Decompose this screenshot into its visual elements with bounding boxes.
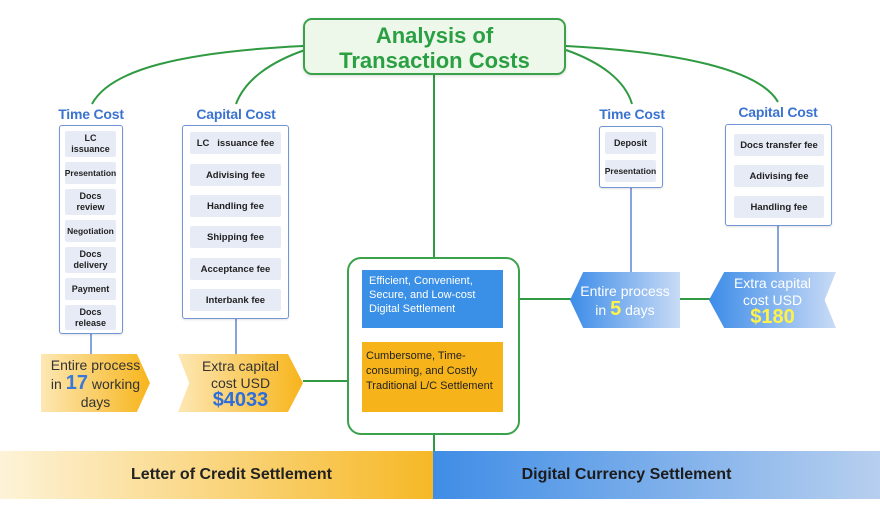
digital-capital-cost-panel: Docs transfer fee Adivising fee Handling… xyxy=(725,124,832,226)
digital-process-in: in xyxy=(595,301,607,318)
digital-process-unit: days xyxy=(625,301,655,318)
lc-time-item: Payment xyxy=(65,278,116,300)
lc-capital-item: Acceptance fee xyxy=(190,258,281,280)
digital-settlement-band: Digital Currency Settlement xyxy=(433,451,880,499)
digital-capital-item: Handling fee xyxy=(734,196,824,218)
lc-settlement-label: Letter of Credit Settlement xyxy=(131,466,332,483)
digital-extra-amount: $180 xyxy=(750,305,795,328)
digital-extra-capital-chevron: Extra capital cost USD $180 xyxy=(709,272,836,328)
lc-time-cost-title: Time Cost xyxy=(58,106,124,122)
lc-capital-item: Interbank fee xyxy=(190,289,281,311)
lc-capital-item: Handling fee xyxy=(190,195,281,217)
digital-time-item: Deposit xyxy=(605,132,656,154)
lc-time-item: LC issuance xyxy=(65,131,116,157)
lc-process-unit-b: days xyxy=(80,393,111,410)
lc-extra-line1: Extra capital xyxy=(201,357,280,374)
lc-capital-item: LC issuance fee xyxy=(190,132,281,154)
digital-extra-line2: cost USD xyxy=(742,291,803,308)
lc-time-cost-panel: LC issuance Presentation Docs review Neg… xyxy=(59,125,123,334)
connector-arc-digital-capital xyxy=(565,45,779,103)
digital-capital-cost-title: Capital Cost xyxy=(738,104,818,120)
lc-time-item: Docs review xyxy=(65,189,116,215)
lc-extra-capital-chevron: Extra capital cost USD $4033 xyxy=(178,354,303,412)
lc-process-in: in xyxy=(50,375,62,392)
digital-settlement-summary: Efficient, Convenient, Secure, and Low-c… xyxy=(362,270,503,328)
digital-settlement-label: Digital Currency Settlement xyxy=(521,466,732,483)
connector-arc-digital-time xyxy=(565,49,633,105)
lc-time-item: Docs delivery xyxy=(65,247,116,273)
digital-capital-item: Docs transfer fee xyxy=(734,134,824,156)
digital-process-prefix: Entire process xyxy=(580,282,670,299)
lc-process-unit-a: working xyxy=(91,375,141,392)
lc-time-item: Negotiation xyxy=(65,220,116,242)
digital-process-arrow: Entire process in 5 days xyxy=(570,272,680,328)
lc-capital-item: Shipping fee xyxy=(190,226,281,248)
lc-process-prefix: Entire process xyxy=(50,356,141,373)
digital-time-cost-title: Time Cost xyxy=(599,106,665,122)
lc-time-item: Presentation xyxy=(65,162,116,184)
digital-time-item: Presentation xyxy=(605,160,656,182)
main-title: Analysis of Transaction Costs xyxy=(303,18,566,75)
connector-arc-lc-capital xyxy=(235,49,306,105)
lc-extra-line2: cost USD xyxy=(210,374,271,391)
lc-process-line2: in 17 working xyxy=(50,371,141,394)
lc-process-arrow: Entire process in 17 working days xyxy=(41,354,150,412)
lc-time-item: Docs release xyxy=(65,305,116,330)
lc-capital-cost-title: Capital Cost xyxy=(196,106,276,122)
lc-process-number: 17 xyxy=(65,371,88,394)
lc-extra-amount: $4033 xyxy=(212,388,269,411)
digital-extra-line1: Extra capital xyxy=(733,274,812,291)
lc-capital-cost-panel: LC issuance fee Adivising fee Handling f… xyxy=(182,125,289,319)
lc-settlement-band: Letter of Credit Settlement xyxy=(0,451,433,499)
digital-process-line2: in 5 days xyxy=(595,297,655,320)
digital-capital-item: Adivising fee xyxy=(734,165,824,187)
connector-arc-lc-time xyxy=(91,45,304,105)
digital-process-number: 5 xyxy=(610,297,622,320)
traditional-settlement-summary: Cumbersome, Time-consuming, and Costly T… xyxy=(362,342,503,412)
lc-capital-item: Adivising fee xyxy=(190,164,281,186)
digital-time-cost-panel: Deposit Presentation xyxy=(599,126,663,188)
